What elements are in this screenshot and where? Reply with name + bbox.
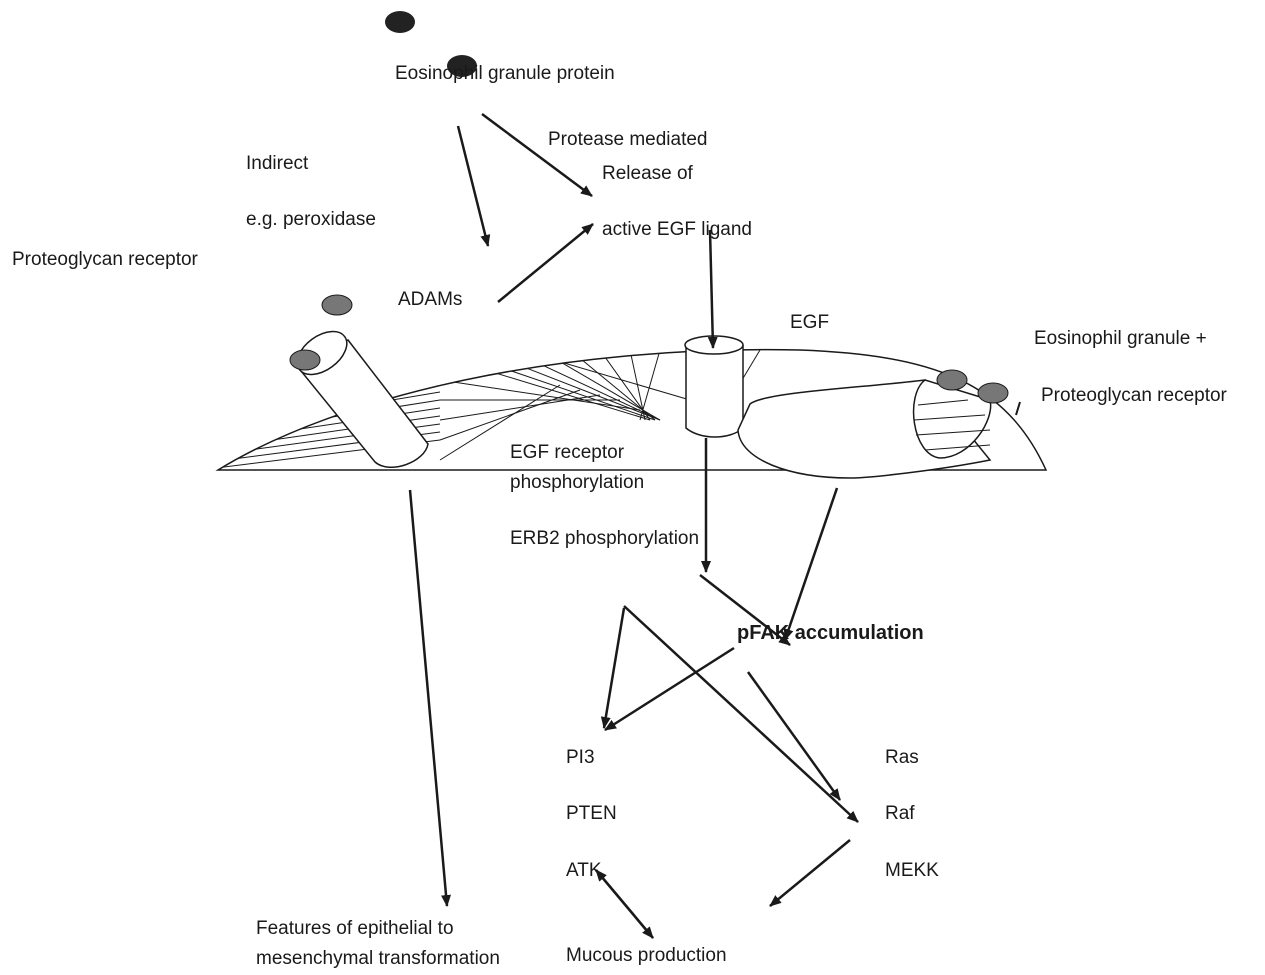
arrow-right-receptor-to-pfak (785, 488, 837, 640)
receptor-granule-right-1 (937, 370, 967, 390)
label-proteoglycan-receptor-right: Proteoglycan receptor (1041, 385, 1227, 407)
arrow-adams-to-ligand (498, 224, 593, 302)
label-atk: ATK (566, 860, 602, 882)
arrow-left-receptor-to-emt (410, 490, 447, 906)
label-eosinophil-granule-protein: Eosinophil granule protein (395, 63, 615, 85)
arrow-pfak-to-raf (748, 672, 840, 800)
receptor-granule-right-2 (978, 383, 1008, 403)
label-ras: Ras (885, 747, 919, 769)
label-egf: EGF (790, 312, 829, 334)
label-mucous-production: Mucous production (566, 945, 727, 967)
label-emt-features: Features of epithelial to mesenchymal tr… (256, 914, 500, 974)
arrow-ligand-to-receptor (710, 230, 713, 348)
label-raf: Raf (885, 803, 915, 825)
label-pten: PTEN (566, 803, 617, 825)
arrow-granule-to-indirect (458, 126, 488, 246)
label-egf-receptor-phosphorylation: EGF receptor phosphorylation (510, 438, 644, 498)
label-mekk: MEKK (885, 860, 939, 882)
arrow-mucous-to-atk (596, 870, 653, 938)
label-indirect: Indirect (246, 153, 308, 175)
granule-dot-top (385, 11, 415, 33)
label-protease-mediated: Protease mediated (548, 129, 708, 151)
egf-receptor-cylinder (685, 336, 743, 437)
label-eosinophil-granule-plus: Eosinophil granule + (1034, 328, 1207, 350)
label-proteoglycan-receptor-left: Proteoglycan receptor (12, 249, 198, 271)
label-pfak-accumulation: pFAK accumulation (737, 622, 924, 644)
receptor-granule-left-top (322, 295, 352, 315)
receptor-granule-left (290, 350, 320, 370)
label-adams: ADAMs (398, 289, 462, 311)
label-erb2-phosphorylation: ERB2 phosphorylation (510, 528, 699, 550)
receptor-tick-right (1016, 402, 1020, 415)
label-release-of: Release of (602, 163, 693, 185)
label-pi3: PI3 (566, 747, 595, 769)
arrow-branch-to-pi3 (604, 608, 624, 728)
label-eg-peroxidase: e.g. peroxidase (246, 209, 376, 231)
label-active-egf-ligand: active EGF ligand (602, 219, 752, 241)
arrow-granule-to-release (482, 114, 592, 196)
arrow-mekk-to-mucous (770, 840, 850, 906)
